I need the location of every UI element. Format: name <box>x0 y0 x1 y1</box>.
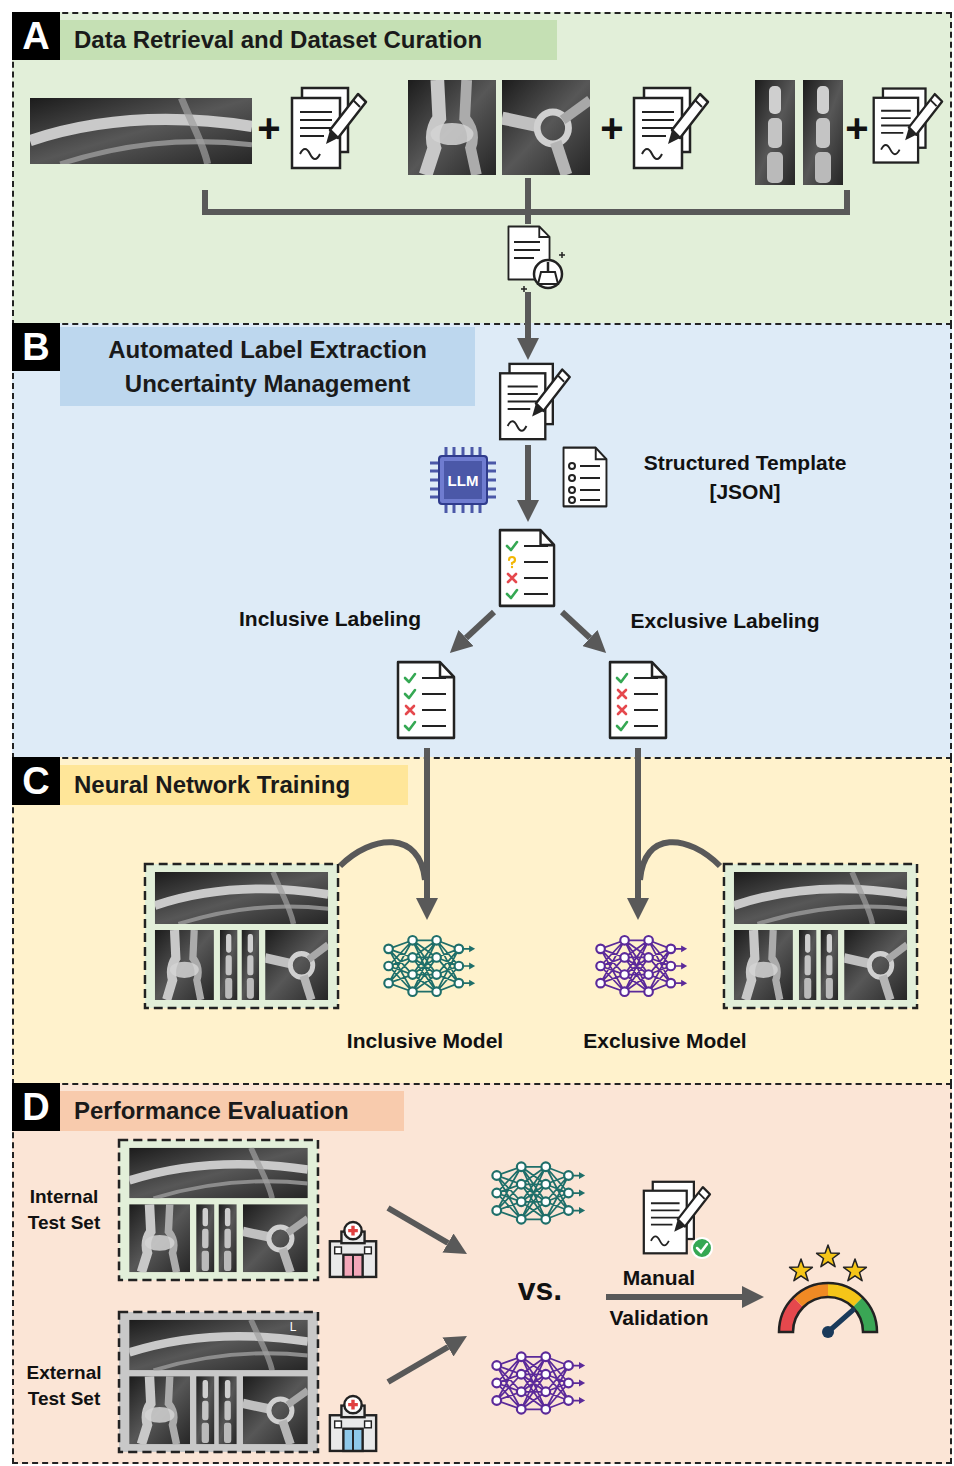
test-set-label: External Test Set <box>16 1360 112 1411</box>
panel-title-box: Performance Evaluation <box>60 1091 404 1131</box>
panel-title: Data Retrieval and Dataset Curation <box>74 20 543 60</box>
image-marker: L <box>286 1320 300 1334</box>
panel-letter: D <box>22 1088 49 1126</box>
panel-letter-box: D <box>12 1083 60 1131</box>
icon-caption: Structured Template [JSON] <box>625 448 865 507</box>
model-label: Exclusive Model <box>570 1028 760 1053</box>
branch-label-wrap: Inclusive Labeling <box>230 606 430 631</box>
llm-chip: LLM <box>438 455 488 505</box>
branch-label: Inclusive Labeling <box>230 606 430 631</box>
panel-letter-box: B <box>12 323 60 371</box>
image-marker-wrap: L <box>286 1320 300 1334</box>
test-set-label-wrap: External Test Set <box>16 1360 112 1411</box>
section-panel: B Automated Label Extraction Uncertainty … <box>12 323 952 759</box>
model-label-wrap: Exclusive Model <box>570 1028 760 1053</box>
panel-d-art <box>119 1140 877 1452</box>
panel-title-box: Automated Label Extraction Uncertainty M… <box>60 327 475 406</box>
panel-letter: C <box>22 762 49 800</box>
panel-letter-box: A <box>12 12 60 60</box>
branch-label-wrap: Exclusive Labeling <box>620 608 830 633</box>
icon-caption-wrap: Structured Template [JSON] <box>625 448 865 507</box>
panel-title: Automated Label Extraction Uncertainty M… <box>72 333 463 400</box>
panel-letter: B <box>22 328 49 366</box>
plus-sign: + <box>254 104 284 152</box>
plus-sign-wrap: + <box>842 104 872 152</box>
panel-letter-box: C <box>12 757 60 805</box>
model-label: Inclusive Model <box>330 1028 520 1053</box>
model-label-wrap: Inclusive Model <box>330 1028 520 1053</box>
panel-c-art <box>145 748 917 1008</box>
panel-title: Neural Network Training <box>74 765 394 805</box>
versus-label-wrap: vs. <box>498 1270 582 1308</box>
plus-sign-wrap: + <box>254 104 284 152</box>
test-set-label: Internal Test Set <box>16 1184 112 1235</box>
panel-title: Performance Evaluation <box>74 1091 390 1131</box>
chip-label: LLM <box>448 472 479 489</box>
panel-letter: A <box>22 17 49 55</box>
test-set-label-wrap: Internal Test Set <box>16 1184 112 1235</box>
plus-sign: + <box>597 104 627 152</box>
branch-label: Exclusive Labeling <box>620 608 830 633</box>
panel-title-box: Data Retrieval and Dataset Curation <box>60 20 557 60</box>
versus-label: vs. <box>498 1270 582 1308</box>
plus-sign: + <box>842 104 872 152</box>
plus-sign-wrap: + <box>597 104 627 152</box>
panel-a-art <box>30 80 942 338</box>
arrow-label: Manual Validation <box>600 1258 718 1338</box>
panel-b-art <box>398 364 666 738</box>
arrow-label-wrap: Manual Validation <box>600 1258 718 1338</box>
panel-title-box: Neural Network Training <box>60 765 408 805</box>
